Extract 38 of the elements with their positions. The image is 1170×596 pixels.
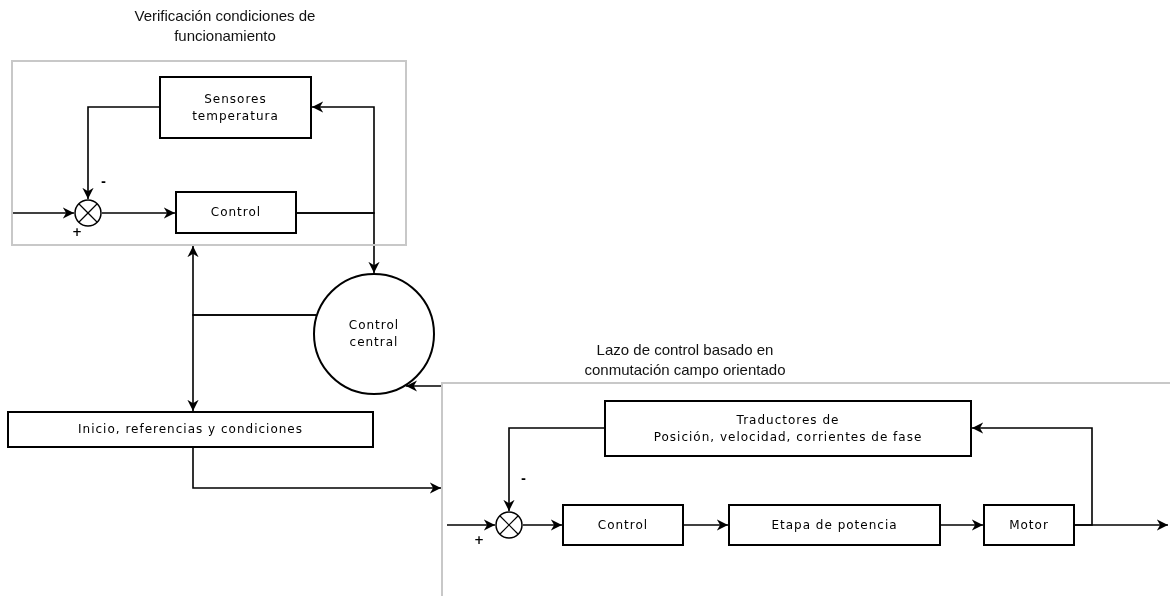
block-label: Control [210,204,262,221]
arrow [10,207,75,219]
arrow [192,447,442,494]
arrow [940,519,984,531]
arrow [446,519,496,531]
block-label: Etapa de potencia [771,516,898,534]
process-box [562,504,684,546]
block-label: Posición, velocidad, corrientes de fase [653,428,923,446]
arrow [503,427,605,512]
arrow [405,380,442,392]
group-heading: Lazo de control basado en conmutación campo orientado [583,340,787,380]
process-box [175,191,297,234]
block-label: Traductores de [736,411,840,429]
block-label: Sensores temperatura [191,90,280,125]
sign-label: + [474,534,485,546]
sign-label: - [521,473,526,485]
sign-label: + [72,226,83,238]
block-label: Inicio, referencias y condiciones [78,421,303,438]
process-box [7,411,374,448]
group-heading: Verificación condiciones de funcionamiento [133,6,317,46]
arrow [187,314,317,412]
process-box [728,504,941,546]
block-label: Motor [1009,516,1049,534]
block-label: Control central [347,317,401,351]
block-label: Control [597,516,649,534]
summing-junction [495,511,523,539]
summing-junction [74,199,102,227]
process-box [159,76,312,139]
process-box [604,400,972,457]
process-box [983,504,1075,546]
arrow [82,106,160,200]
arrow [296,212,380,274]
sign-label: - [101,176,106,188]
arrow [1074,519,1169,531]
arrow [522,519,563,531]
arrow [683,519,729,531]
arrow [101,207,176,219]
arrow [971,422,1093,526]
